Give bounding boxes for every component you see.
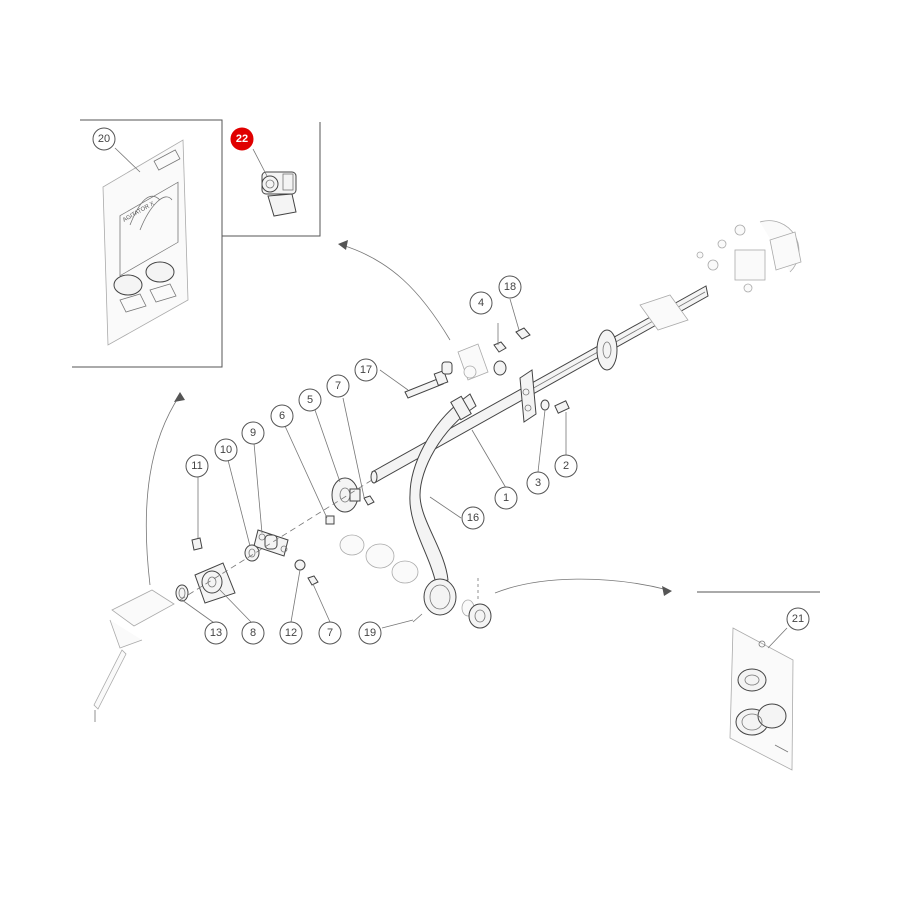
callout-1[interactable]: 1: [494, 486, 518, 510]
assembly-axis: [179, 479, 373, 601]
callout-2[interactable]: 2: [554, 454, 578, 478]
bracket-part-22: [261, 171, 297, 217]
leader-lines: [114, 147, 788, 649]
screw-6: [325, 515, 335, 525]
bushing-10: [244, 544, 260, 562]
arrow-to-inset-20: [145, 392, 185, 586]
callout-21[interactable]: 21: [786, 607, 810, 631]
shaft-flange-right: [596, 329, 618, 371]
callout-12[interactable]: 12: [279, 621, 303, 645]
callout-6[interactable]: 6: [270, 404, 294, 428]
grease-nipple-11: [191, 537, 203, 551]
callout-16[interactable]: 16: [461, 506, 485, 530]
ghost-rings: [339, 534, 419, 584]
link-plate-9: [253, 529, 289, 557]
inset-frame-20: [72, 119, 223, 368]
seal-ring-19: [412, 578, 492, 629]
bearing-housing-8: [194, 562, 236, 604]
mounting-bracket-center: [519, 369, 537, 423]
hub-flange-5: [331, 477, 361, 513]
arrow-to-inset-22: [338, 240, 451, 341]
callout-13[interactable]: 13: [204, 621, 228, 645]
bolt-2: [554, 400, 570, 414]
callout-22-highlighted[interactable]: 22: [230, 127, 254, 151]
washer-12: [294, 559, 306, 571]
arrow-to-inset-21: [494, 578, 672, 596]
agitator-tube-16: [409, 393, 477, 585]
callout-18[interactable]: 18: [498, 275, 522, 299]
callout-7-lower[interactable]: 7: [318, 621, 342, 645]
spacer: [441, 360, 507, 376]
washer-3: [540, 399, 550, 411]
bolt-17: [404, 370, 449, 399]
nut-18: [515, 327, 531, 340]
nut-4: [493, 341, 507, 353]
inset-frame-22: [221, 122, 321, 237]
callout-8[interactable]: 8: [241, 621, 265, 645]
drive-mechanism-right: [639, 220, 802, 331]
callout-4[interactable]: 4: [469, 291, 493, 315]
nut-7-lower: [307, 575, 319, 586]
callout-7-upper[interactable]: 7: [326, 374, 350, 398]
callout-20[interactable]: 20: [92, 127, 116, 151]
nut-7-upper: [363, 495, 375, 506]
drive-mechanism-left: [93, 589, 175, 722]
clamp-block: [457, 343, 489, 381]
callout-5[interactable]: 5: [298, 388, 322, 412]
seal-kit-bag-21: [729, 627, 794, 771]
callout-17[interactable]: 17: [354, 358, 378, 382]
callout-9[interactable]: 9: [241, 421, 265, 445]
callout-10[interactable]: 10: [214, 438, 238, 462]
booklet-illustration: AGITATOR X: [102, 139, 189, 346]
callout-11[interactable]: 11: [185, 454, 209, 478]
callout-19[interactable]: 19: [358, 621, 382, 645]
callout-3[interactable]: 3: [526, 471, 550, 495]
